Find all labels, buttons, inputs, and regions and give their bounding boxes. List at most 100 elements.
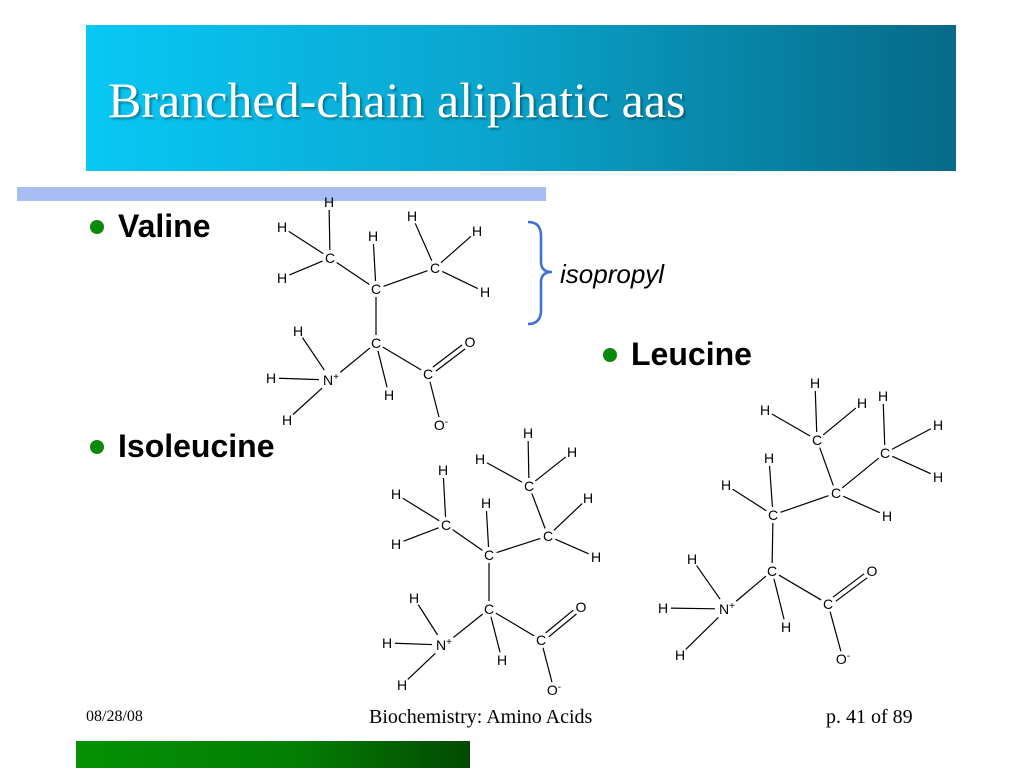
atom-label: H bbox=[409, 590, 419, 606]
atom-label: H bbox=[384, 387, 394, 403]
atom-label: H bbox=[760, 402, 770, 418]
atom-label: C bbox=[423, 366, 433, 382]
bullet-dot-icon bbox=[603, 347, 617, 362]
atom-label: H bbox=[481, 495, 491, 511]
atom-label: H bbox=[882, 508, 892, 524]
atom-label: C bbox=[524, 478, 534, 494]
atom-label: H bbox=[781, 619, 791, 635]
bond-line bbox=[553, 503, 583, 531]
double-bond-line bbox=[835, 577, 868, 602]
atom-label: H bbox=[721, 477, 731, 493]
title-banner: Branched-chain aliphatic aas bbox=[86, 25, 956, 171]
double-bond-line bbox=[432, 344, 463, 368]
bond-line bbox=[403, 527, 439, 542]
footer-page-number: p. 41 of 89 bbox=[826, 706, 913, 728]
atom-label: H bbox=[397, 677, 407, 693]
atom-label: H bbox=[282, 412, 292, 428]
bond-line bbox=[394, 642, 433, 646]
bond-line bbox=[778, 574, 822, 601]
atom-label: H bbox=[480, 284, 490, 300]
bond-line bbox=[843, 495, 880, 514]
atom-label: H bbox=[591, 549, 601, 565]
atom-label: C bbox=[441, 517, 451, 533]
footer-accent-bar bbox=[76, 741, 470, 768]
atom-label: O- bbox=[836, 651, 850, 667]
bond-line bbox=[485, 510, 490, 548]
bond-line bbox=[542, 647, 553, 683]
isopropyl-label: isopropyl bbox=[560, 259, 665, 289]
bond-line bbox=[486, 462, 523, 483]
bond-line bbox=[496, 537, 541, 554]
atom-label: N+ bbox=[436, 637, 452, 653]
bullet-label-valine: Valine bbox=[118, 208, 211, 244]
bond-line bbox=[383, 270, 428, 287]
bond-line bbox=[328, 209, 331, 251]
bond-line bbox=[696, 565, 721, 600]
bond-line bbox=[441, 270, 479, 290]
double-bond-line bbox=[435, 348, 466, 372]
bond-line bbox=[292, 387, 323, 416]
atom-label: O bbox=[867, 563, 878, 579]
atom-label: H bbox=[933, 469, 943, 485]
bond-line bbox=[685, 616, 719, 650]
atom-label: H bbox=[438, 462, 448, 478]
bond-line bbox=[336, 261, 370, 286]
bond-line bbox=[822, 407, 857, 436]
atom-label: H bbox=[382, 635, 392, 651]
bond-line bbox=[377, 350, 388, 388]
bullet-label-leucine: Leucine bbox=[631, 336, 752, 372]
bond-line bbox=[534, 456, 567, 482]
atom-label: C bbox=[831, 485, 841, 501]
bond-line bbox=[527, 440, 530, 479]
atom-label: H bbox=[675, 647, 685, 663]
bond-line bbox=[288, 230, 324, 255]
atom-label: H bbox=[810, 375, 820, 391]
atom-label: H bbox=[857, 395, 867, 411]
atom-label: C bbox=[325, 250, 335, 266]
double-bond-line bbox=[548, 613, 577, 638]
bond-line bbox=[670, 607, 716, 610]
slide-title: Branched-chain aliphatic aas bbox=[108, 72, 686, 128]
footer-date: 08/28/08 bbox=[86, 708, 143, 725]
bond-line bbox=[773, 578, 785, 620]
bond-line bbox=[339, 347, 371, 373]
atom-label: H bbox=[407, 208, 417, 224]
atom-label: O- bbox=[547, 682, 561, 698]
bond-line bbox=[495, 612, 535, 637]
bond-line bbox=[429, 381, 440, 418]
bond-line bbox=[819, 447, 834, 486]
atom-label: H bbox=[368, 228, 378, 244]
atom-label: H bbox=[475, 451, 485, 467]
atom-label: H bbox=[687, 551, 697, 567]
bond-line bbox=[442, 477, 447, 518]
atom-label: H bbox=[324, 194, 334, 210]
bond-line bbox=[882, 403, 886, 446]
atom-label: O- bbox=[434, 417, 448, 433]
bond-line bbox=[771, 522, 774, 564]
bond-line bbox=[841, 457, 880, 489]
atom-label: H bbox=[523, 425, 533, 441]
atom-label: H bbox=[277, 270, 287, 286]
isopropyl-brace-icon bbox=[527, 220, 553, 326]
bond-line bbox=[892, 455, 931, 475]
atom-label: H bbox=[391, 536, 401, 552]
atom-label: C bbox=[767, 563, 777, 579]
atom-label: H bbox=[567, 444, 577, 460]
atom-label: H bbox=[878, 388, 888, 404]
bond-line bbox=[414, 223, 433, 261]
double-bond-line bbox=[545, 609, 574, 634]
bond-line bbox=[301, 337, 325, 371]
bond-line bbox=[814, 390, 818, 433]
bond-line bbox=[732, 488, 767, 512]
bond-line bbox=[289, 260, 323, 276]
atom-label: H bbox=[266, 370, 276, 386]
bond-line bbox=[490, 616, 501, 653]
bond-line bbox=[440, 235, 472, 264]
atom-label: N+ bbox=[719, 601, 735, 617]
bullet-label-isoleucine: Isoleucine bbox=[118, 428, 275, 464]
atom-label: H bbox=[472, 223, 482, 239]
atom-label: N+ bbox=[323, 372, 339, 388]
